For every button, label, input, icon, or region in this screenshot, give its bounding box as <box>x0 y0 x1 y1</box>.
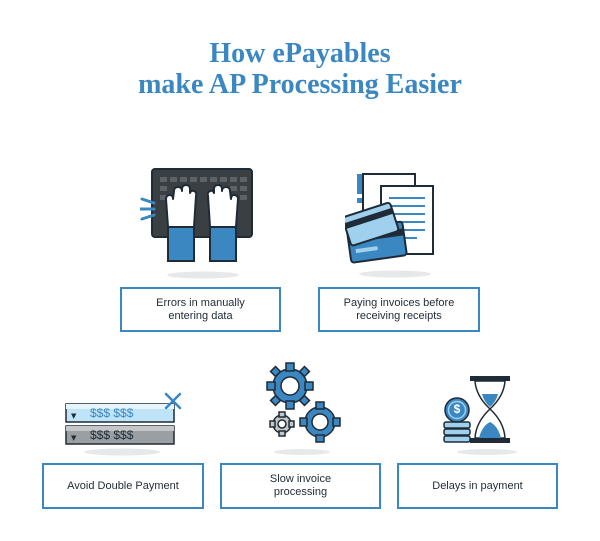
label-card-double-payment: Avoid Double Payment <box>42 463 204 509</box>
svg-text:▼: ▼ <box>71 412 77 420</box>
gears-icon <box>266 362 341 455</box>
duplicate-payment-icon: ▼ ▼ <box>65 392 182 456</box>
page-title: How ePayables make AP Processing Easier <box>0 38 600 100</box>
label-card-errors: Errors in manually entering data <box>120 287 281 332</box>
label-card-slow-processing: Slow invoice processing <box>220 463 381 509</box>
invoice-credit-card-icon <box>345 173 434 278</box>
coin-dollar-symbol: $ <box>453 402 461 416</box>
label-card-delays: Delays in payment <box>397 463 558 509</box>
hourglass-coins-icon <box>443 376 517 455</box>
typing-laptop-icon <box>140 168 253 279</box>
title-line-2: make AP Processing Easier <box>138 69 462 100</box>
top-amount: $$$ $$$ <box>90 406 134 420</box>
bottom-amount: $$$ $$$ <box>90 428 134 442</box>
svg-text:▼: ▼ <box>71 434 77 442</box>
title-line-1: How ePayables <box>209 38 391 69</box>
label-card-paying-invoices: Paying invoices before receiving receipt… <box>318 287 480 332</box>
